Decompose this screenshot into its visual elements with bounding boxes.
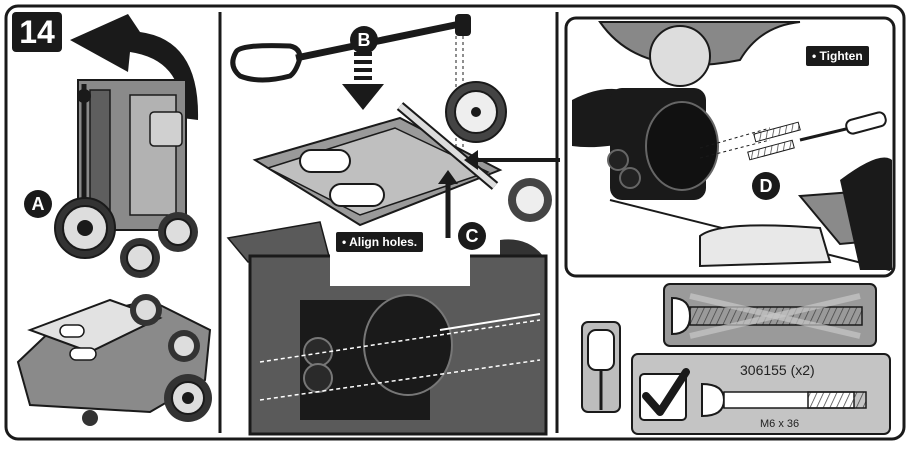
checkmark-icon: [642, 368, 690, 416]
wrong-bolt-box: [663, 283, 877, 347]
wheel-icon: [54, 197, 116, 259]
down-arrow-icon: [342, 52, 384, 110]
callout-b: B: [350, 26, 378, 54]
callout-a: A: [24, 190, 52, 218]
cross-icon: [689, 293, 861, 339]
align-holes-label: • Align holes.: [336, 232, 424, 252]
part-size: M6 x 36: [760, 418, 800, 430]
correct-bolt-box: [631, 353, 891, 435]
part-number: 306155 (x2): [740, 362, 815, 378]
unfolded-wagon-illustration: [16, 294, 212, 426]
tighten-label: • Tighten: [806, 46, 869, 66]
folded-wagon-illustration: [54, 14, 199, 278]
screwdriver-icon: [581, 321, 621, 413]
step-number: 14: [12, 12, 62, 52]
screwdriver-icon: [799, 111, 887, 142]
rotate-arrow-icon: [70, 14, 199, 120]
callout-c: C: [458, 222, 486, 250]
tighten-detail: [564, 16, 896, 278]
callout-d: D: [752, 172, 780, 200]
align-holes-detail: [248, 252, 548, 436]
